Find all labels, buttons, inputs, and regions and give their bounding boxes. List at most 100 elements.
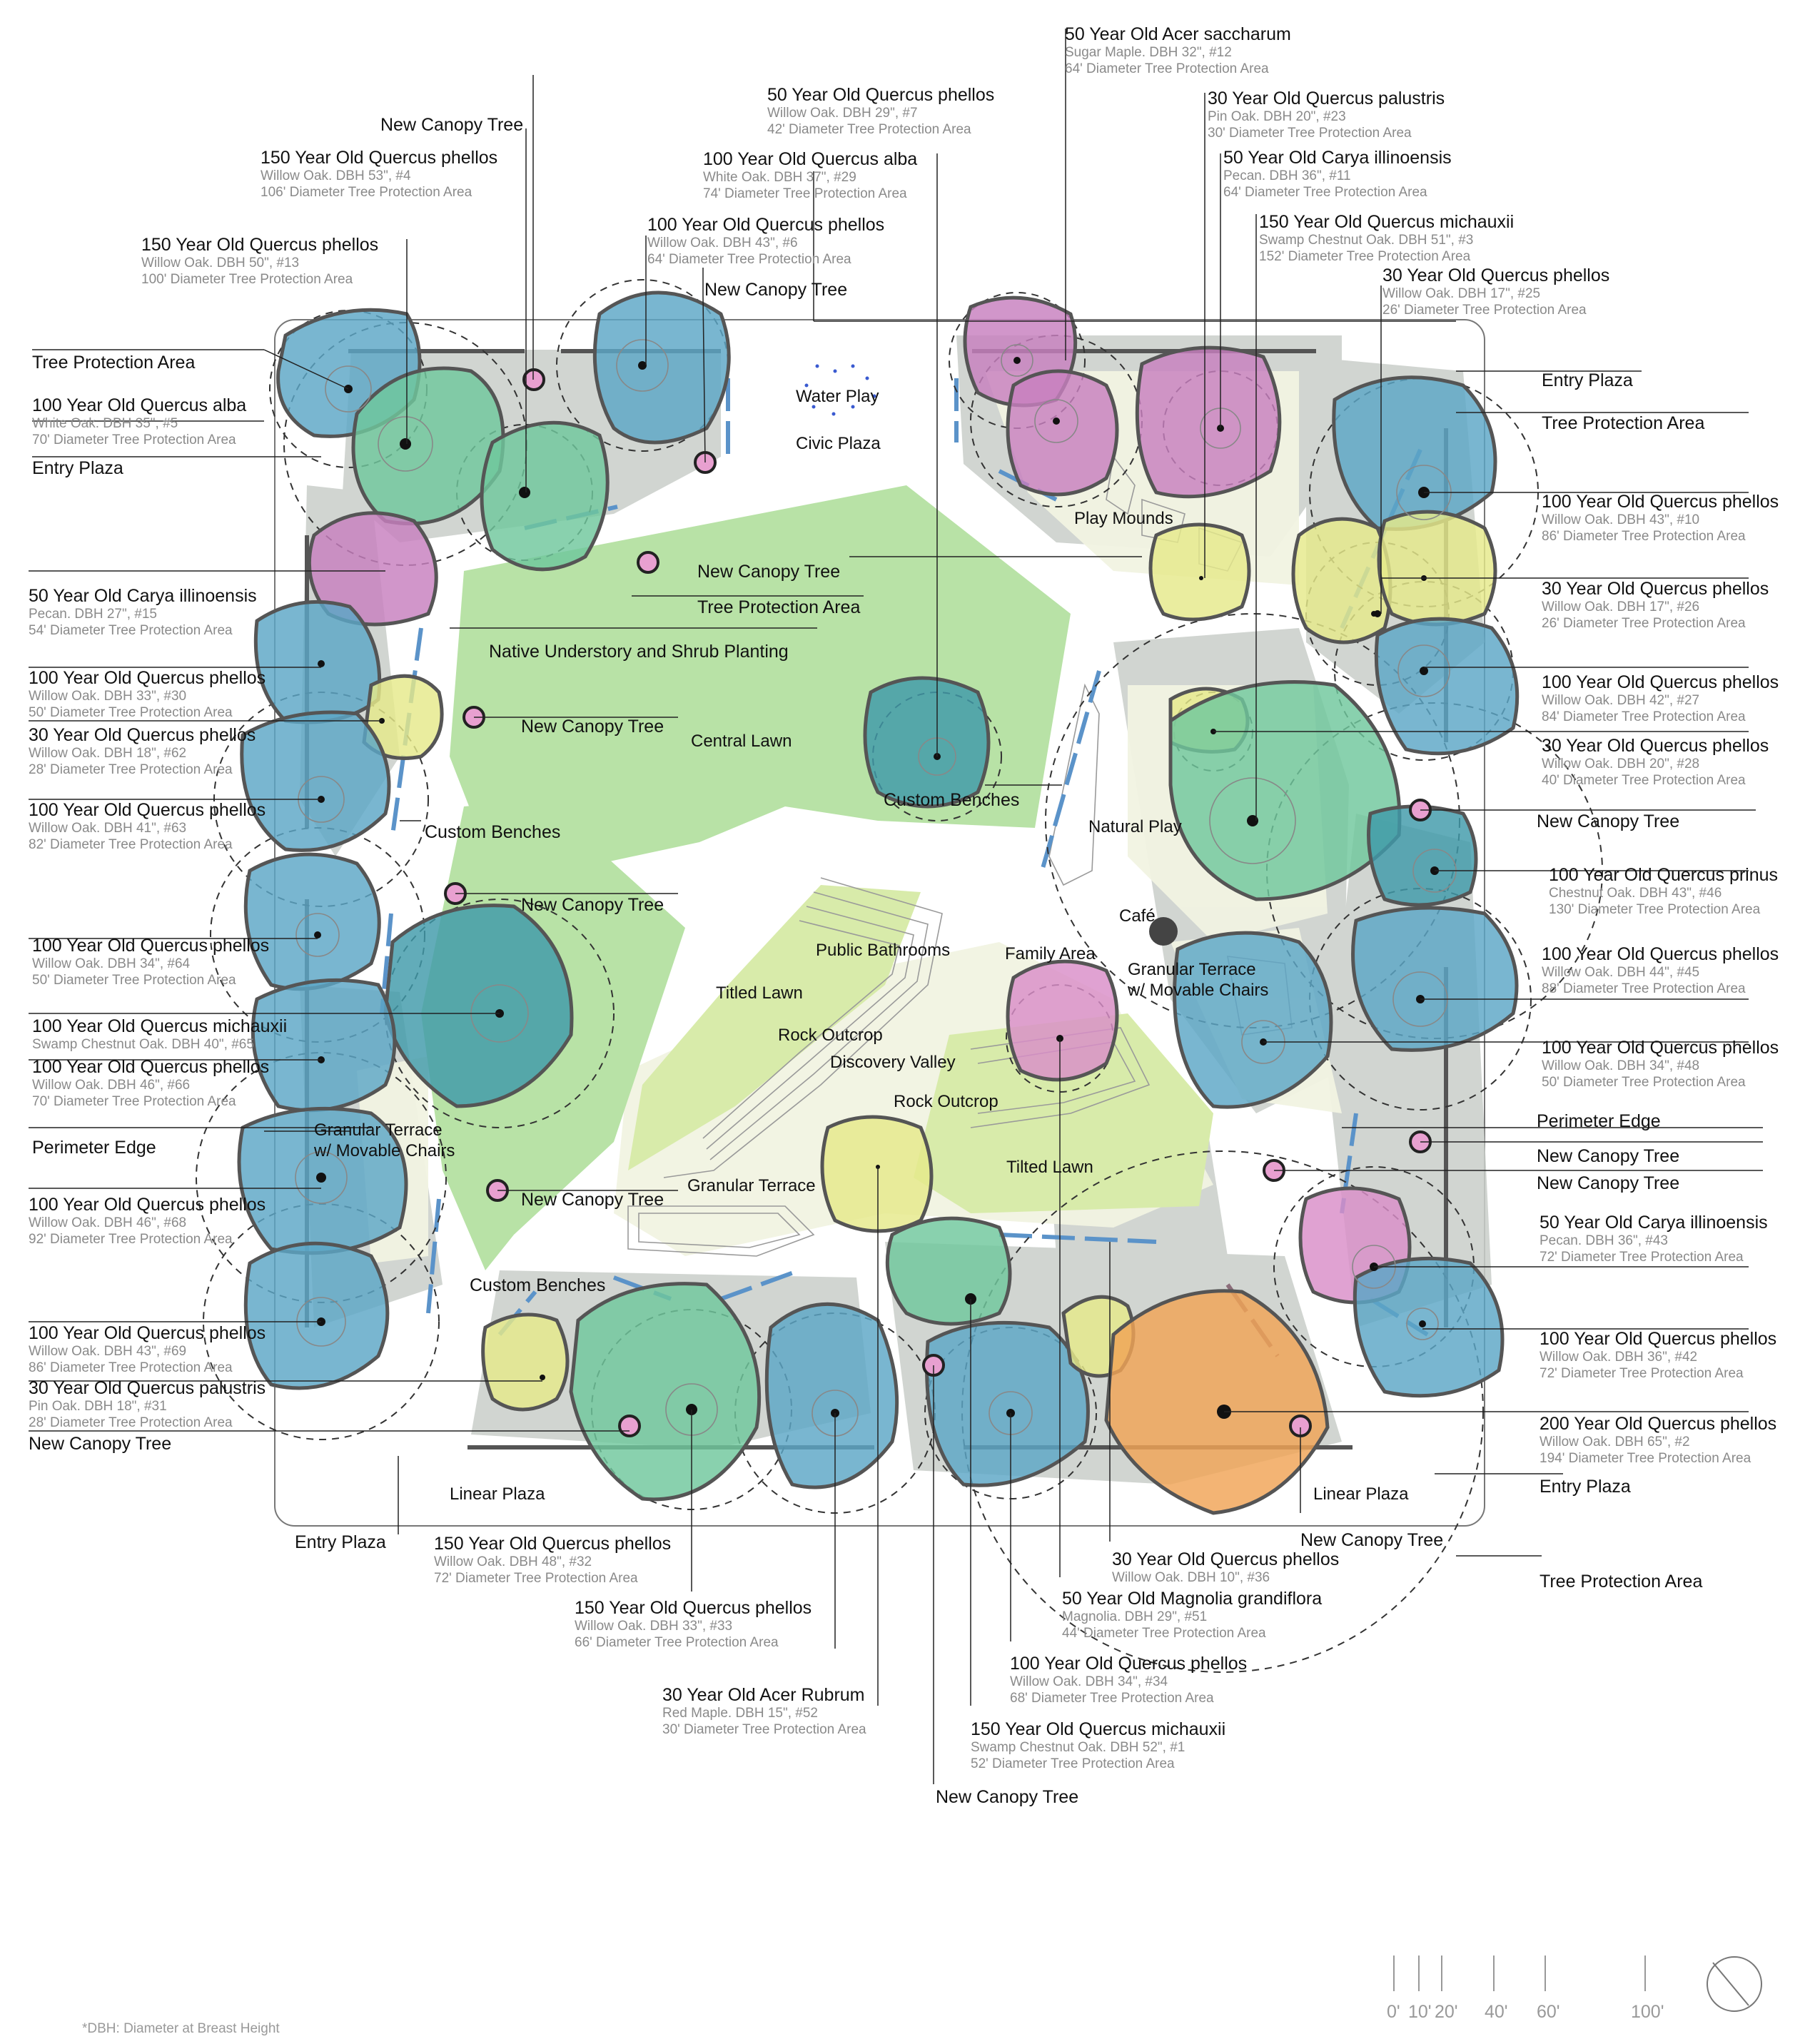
callout-tree-protection-area: Tree Protection Area bbox=[1540, 1572, 1703, 1592]
water-play-jets bbox=[804, 364, 876, 416]
tree-species: Willow Oak. DBH 43", #6 bbox=[647, 236, 798, 251]
tree-species: Willow Oak. DBH 17", #25 bbox=[1382, 286, 1541, 302]
tree-species: Red Maple. DBH 15", #52 bbox=[662, 1706, 818, 1721]
tree-title: 50 Year Old Carya illinoensis bbox=[1540, 1213, 1768, 1233]
tree-species: Willow Oak. DBH 18", #62 bbox=[29, 746, 187, 762]
tree-title: 150 Year Old Quercus michauxii bbox=[1259, 212, 1515, 232]
place-linear-plaza: Linear Plaza bbox=[1313, 1484, 1409, 1504]
tree-protection: 68' Diameter Tree Protection Area bbox=[1010, 1691, 1214, 1706]
callout-new-canopy-tree: New Canopy Tree bbox=[1537, 811, 1680, 831]
north-arrow-icon bbox=[1707, 1956, 1762, 2012]
tree-protection: 72' Diameter Tree Protection Area bbox=[434, 1571, 638, 1587]
tree-label-11: 50 Year Old Carya illinoensis Pecan. DBH… bbox=[1223, 148, 1452, 200]
tree-label-13: 150 Year Old Quercus phellos Willow Oak.… bbox=[141, 236, 378, 287]
tree-label-27: 100 Year Old Quercus phellos Willow Oak.… bbox=[1542, 673, 1779, 724]
tree-title: 50 Year Old Quercus phellos bbox=[767, 85, 995, 105]
tree-label-2: 200 Year Old Quercus phellos Willow Oak.… bbox=[1540, 1415, 1776, 1466]
tree-label-66: 100 Year Old Quercus phellos Willow Oak.… bbox=[32, 1058, 269, 1109]
callout-entry-plaza: Entry Plaza bbox=[32, 458, 123, 478]
tree-title: 100 Year Old Quercus phellos bbox=[1010, 1654, 1248, 1674]
tree-label-52: 30 Year Old Acer Rubrum Red Maple. DBH 1… bbox=[662, 1686, 866, 1737]
callout-new-canopy-tree: New Canopy Tree bbox=[29, 1434, 172, 1454]
tree-protection: 72' Diameter Tree Protection Area bbox=[1540, 1250, 1744, 1265]
tree-species: Swamp Chestnut Oak. DBH 52", #1 bbox=[971, 1740, 1185, 1756]
tree-protection: 66' Diameter Tree Protection Area bbox=[575, 1635, 779, 1651]
tree-protection: 86' Diameter Tree Protection Area bbox=[1542, 529, 1746, 545]
tree-label-63: 100 Year Old Quercus phellos Willow Oak.… bbox=[29, 801, 266, 852]
tree-label-10: 100 Year Old Quercus phellos Willow Oak.… bbox=[1542, 492, 1779, 544]
tree-protection: 30' Diameter Tree Protection Area bbox=[1208, 126, 1412, 141]
tree-protection: 84' Diameter Tree Protection Area bbox=[1542, 709, 1746, 725]
tree-protection: 72' Diameter Tree Protection Area bbox=[1540, 1366, 1744, 1382]
tree-protection: 50' Diameter Tree Protection Area bbox=[1542, 1075, 1746, 1091]
tree-title: 50 Year Old Carya illinoensis bbox=[29, 586, 257, 606]
tree-title: 100 Year Old Quercus michauxii bbox=[32, 1016, 288, 1036]
callout-new-canopy-tree: New Canopy Tree bbox=[704, 280, 848, 300]
tree-label-42: 100 Year Old Quercus phellos Willow Oak.… bbox=[1540, 1330, 1776, 1381]
callout-new-canopy-tree: New Canopy Tree bbox=[521, 717, 664, 737]
tree-species: Swamp Chestnut Oak. DBH 51", #3 bbox=[1259, 233, 1474, 248]
place-tilted-lawn: Tilted Lawn bbox=[1006, 1158, 1093, 1177]
tree-species: Willow Oak. DBH 48", #32 bbox=[434, 1554, 592, 1570]
tree-title: 150 Year Old Quercus phellos bbox=[141, 235, 379, 255]
tree-protection: 52' Diameter Tree Protection Area bbox=[971, 1756, 1175, 1772]
tree-title: 100 Year Old Quercus phellos bbox=[1542, 492, 1779, 512]
tree-label-6: 100 Year Old Quercus phellos Willow Oak.… bbox=[647, 216, 884, 267]
tree-protection: 64' Diameter Tree Protection Area bbox=[1065, 61, 1269, 77]
tree-protection: 64' Diameter Tree Protection Area bbox=[647, 252, 851, 268]
place-granular-terrace-west: Granular Terrace w/ Movable Chairs bbox=[314, 1120, 455, 1160]
tree-species: Sugar Maple. DBH 32", #12 bbox=[1065, 45, 1232, 61]
tree-protection: 44' Diameter Tree Protection Area bbox=[1062, 1626, 1266, 1641]
tree-title: 30 Year Old Quercus palustris bbox=[29, 1378, 266, 1398]
callout-new-canopy-tree: New Canopy Tree bbox=[521, 895, 664, 915]
place-granular-terrace-east: Granular Terrace w/ Movable Chairs bbox=[1128, 960, 1269, 1000]
tree-label-1: 150 Year Old Quercus michauxii Swamp Che… bbox=[971, 1720, 1225, 1771]
tree-title: 100 Year Old Quercus phellos bbox=[32, 936, 270, 956]
tree-species: Willow Oak. DBH 20", #28 bbox=[1542, 757, 1700, 772]
tree-title: 30 Year Old Quercus phellos bbox=[1542, 579, 1769, 599]
place-civic-plaza: Civic Plaza bbox=[796, 434, 881, 453]
tree-title: 30 Year Old Quercus phellos bbox=[29, 725, 256, 745]
tree-title: 100 Year Old Quercus phellos bbox=[32, 1057, 270, 1077]
tree-title: 150 Year Old Quercus phellos bbox=[575, 1598, 812, 1618]
scale-tick-label: 10' bbox=[1408, 2002, 1432, 2022]
scale-tick-label: 0' bbox=[1387, 2002, 1400, 2022]
place-family-area: Family Area bbox=[1005, 944, 1096, 963]
place-play-mounds: Play Mounds bbox=[1074, 509, 1173, 528]
scale-bar bbox=[1393, 1956, 1646, 1991]
place-titled-lawn: Titled Lawn bbox=[716, 983, 803, 1003]
tree-species: White Oak. DBH 37", #29 bbox=[703, 170, 856, 186]
tree-protection: 74' Diameter Tree Protection Area bbox=[703, 186, 907, 202]
tree-protection: 152' Diameter Tree Protection Area bbox=[1259, 249, 1471, 265]
tree-canopies bbox=[237, 290, 1520, 1515]
callout-new-canopy-tree: New Canopy Tree bbox=[1537, 1146, 1680, 1166]
tree-protection: 64' Diameter Tree Protection Area bbox=[1223, 185, 1427, 201]
callout-entry-plaza: Entry Plaza bbox=[295, 1532, 386, 1552]
tree-label-31: 30 Year Old Quercus palustris Pin Oak. D… bbox=[29, 1379, 266, 1430]
scale-tick-label: 20' bbox=[1435, 2002, 1458, 2022]
tree-species: Magnolia. DBH 29", #51 bbox=[1062, 1609, 1208, 1625]
place-rock-outcrop: Rock Outcrop bbox=[778, 1026, 883, 1045]
footnote: *DBH: Diameter at Breast Height bbox=[82, 2021, 280, 2036]
scale-tick-label: 100' bbox=[1631, 2002, 1664, 2022]
tree-species: Willow Oak. DBH 46", #68 bbox=[29, 1215, 187, 1231]
tree-species: Willow Oak. DBH 41", #63 bbox=[29, 821, 187, 836]
callout-tree-protection-area: Tree Protection Area bbox=[1542, 413, 1705, 433]
callout-tree-protection-area: Tree Protection Area bbox=[32, 353, 196, 373]
tree-protection: 30' Diameter Tree Protection Area bbox=[662, 1722, 866, 1738]
tree-species: Willow Oak. DBH 34", #48 bbox=[1542, 1058, 1700, 1074]
tree-title: 50 Year Old Magnolia grandiflora bbox=[1062, 1589, 1323, 1609]
callout-custom-benches: Custom Benches bbox=[425, 822, 561, 842]
tree-label-23: 30 Year Old Quercus palustris Pin Oak. D… bbox=[1208, 89, 1445, 141]
tree-label-4: 150 Year Old Quercus phellos Willow Oak.… bbox=[261, 148, 497, 200]
tree-species: Willow Oak. DBH 43", #10 bbox=[1542, 512, 1700, 528]
place-cafe: Café bbox=[1119, 906, 1156, 926]
callout-new-canopy-tree: New Canopy Tree bbox=[1300, 1530, 1444, 1550]
tree-protection: 28' Diameter Tree Protection Area bbox=[29, 1415, 233, 1431]
tree-species: Pecan. DBH 36", #11 bbox=[1223, 168, 1351, 184]
tree-title: 100 Year Old Quercus phellos bbox=[29, 800, 266, 820]
tree-label-68: 100 Year Old Quercus phellos Willow Oak.… bbox=[29, 1195, 266, 1247]
tree-protection: 70' Diameter Tree Protection Area bbox=[32, 1094, 236, 1110]
place-natural-play: Natural Play bbox=[1088, 817, 1182, 836]
tree-species: Willow Oak. DBH 42", #27 bbox=[1542, 693, 1700, 709]
